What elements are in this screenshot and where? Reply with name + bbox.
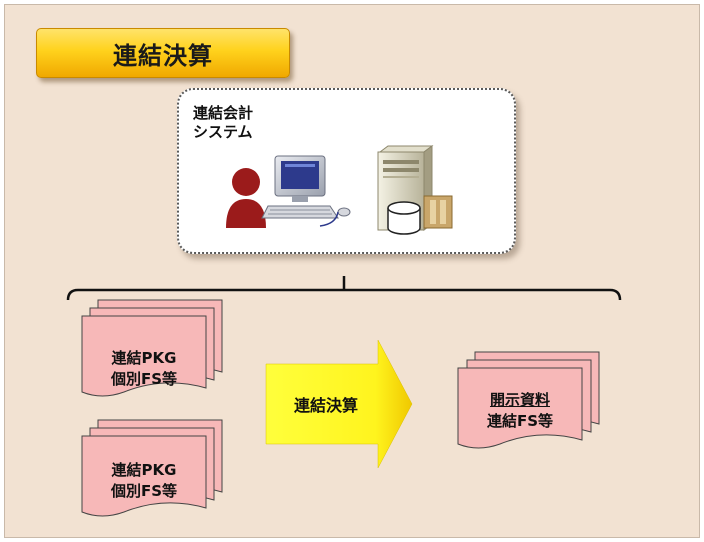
computer-icon: [261, 155, 351, 227]
input-document-2-label: 連結PKG 個別FS等: [82, 460, 206, 502]
input-document-1-line2: 個別FS等: [110, 370, 178, 388]
output-document-label: 開示資料 連結FS等: [458, 390, 582, 432]
process-arrow: [265, 339, 413, 469]
output-document-line1: 開示資料: [458, 390, 582, 411]
system-label-line2: システム: [193, 123, 253, 141]
system-label-line1: 連結会計: [193, 104, 254, 122]
system-label: 連結会計 システム: [193, 104, 313, 142]
title-badge: 連結決算: [36, 28, 290, 78]
input-document-2-line2: 個別FS等: [110, 482, 178, 500]
user-icon: [226, 168, 266, 228]
output-document-title: 開示資料: [489, 391, 550, 409]
bracket-connector: [66, 276, 622, 301]
output-document-stack: [457, 351, 600, 449]
input-document-stack-1: [81, 299, 223, 397]
input-document-2-line1: 連結PKG: [111, 461, 177, 479]
input-document-stack-2: [81, 419, 223, 517]
input-document-1-label: 連結PKG 個別FS等: [82, 348, 206, 390]
database-icon: [387, 201, 421, 235]
process-arrow-label: 連結決算: [293, 396, 358, 415]
output-document-line2: 連結FS等: [486, 412, 554, 430]
input-document-1-line1: 連結PKG: [111, 349, 177, 367]
